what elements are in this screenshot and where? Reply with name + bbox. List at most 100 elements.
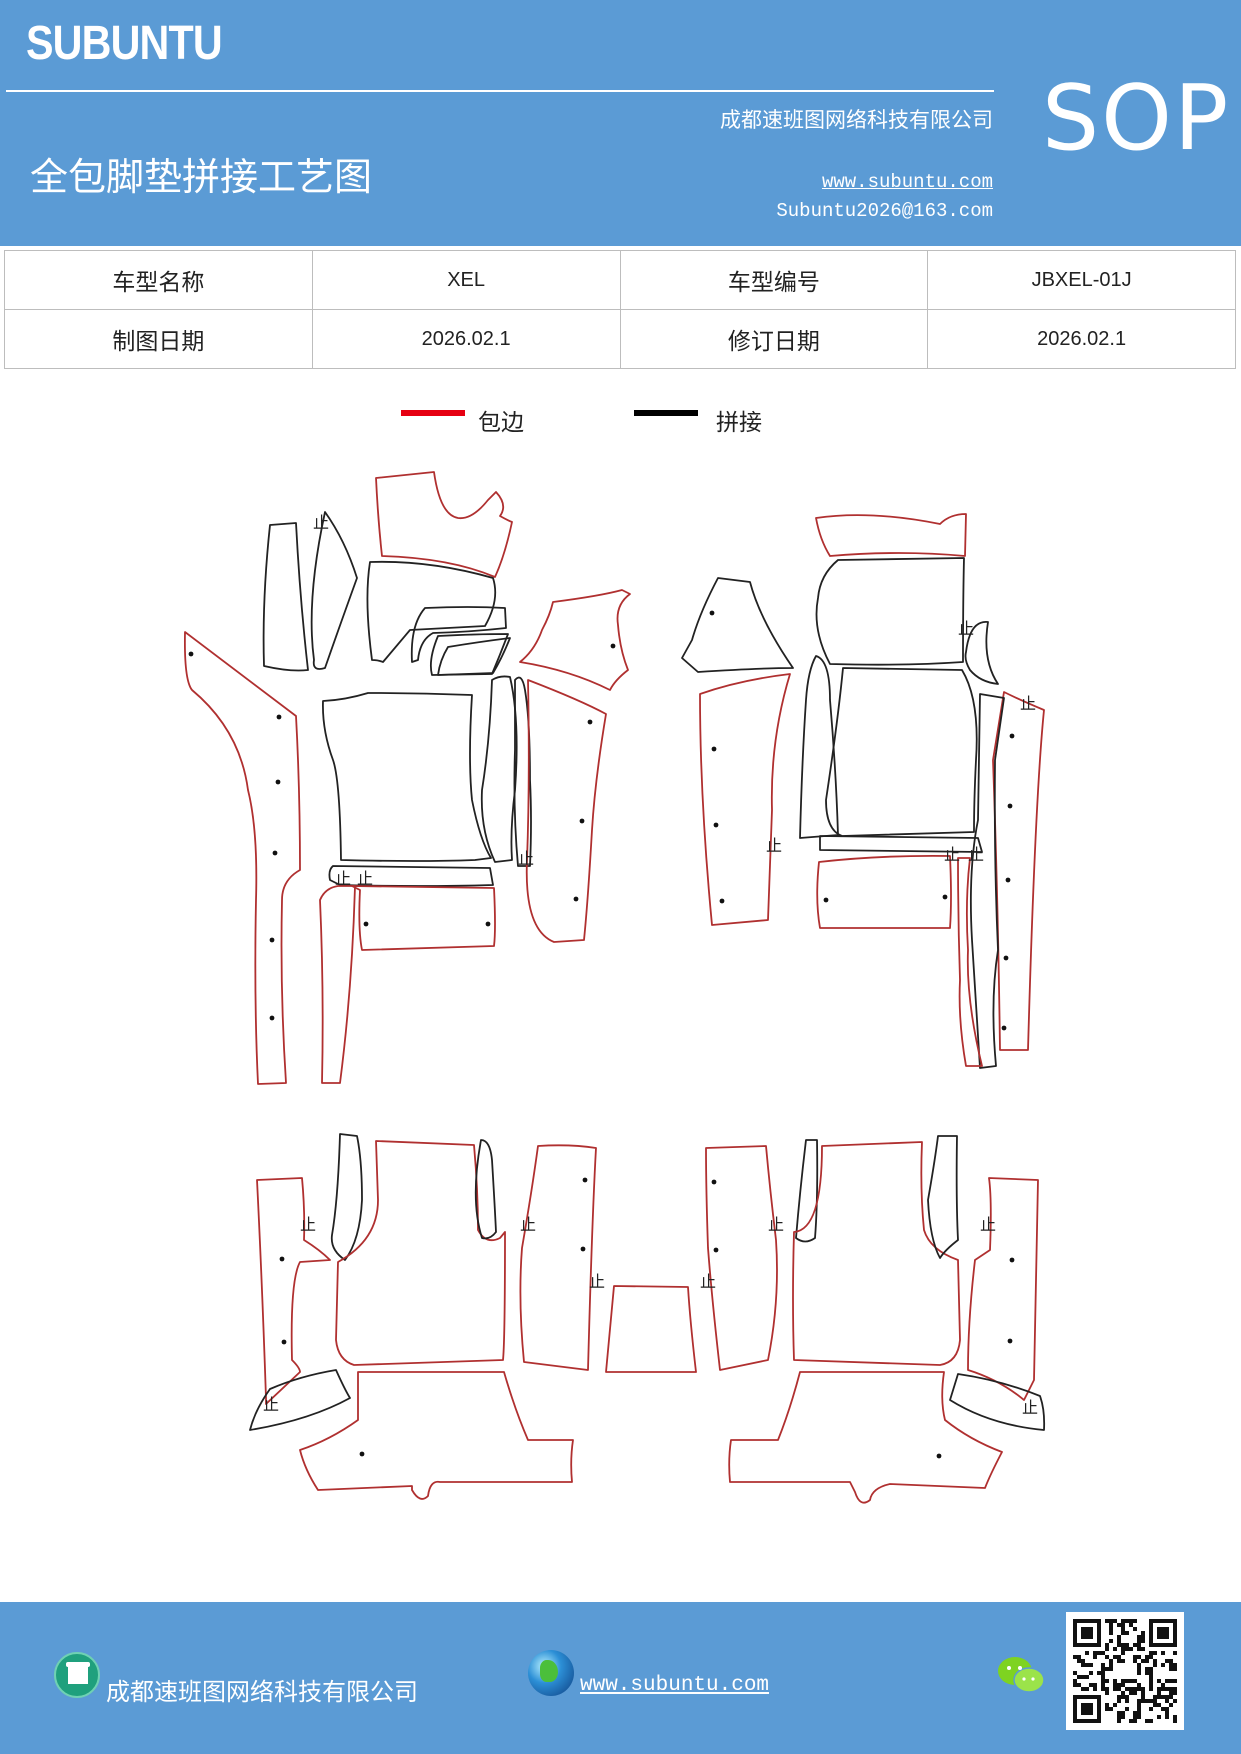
mat-piece (256, 1177, 331, 1405)
stop-mark: 止 (958, 619, 974, 638)
draw-date-label: 制图日期 (4, 309, 313, 369)
table-row: 制图日期 2026.02.1 修订日期 2026.02.1 (4, 309, 1236, 369)
fixing-dot (713, 1247, 719, 1253)
fixing-dot (713, 822, 719, 828)
fixing-dot (573, 896, 579, 902)
floor-mat-diagram: 止止止止止止止止止止止止止止止止止 (183, 471, 1046, 1504)
mat-piece (183, 631, 301, 1085)
mat-piece (249, 1369, 351, 1431)
legend-swatch-edge (401, 410, 465, 416)
mat-piece (728, 1371, 1003, 1504)
fixing-dot (276, 714, 282, 720)
mat-piece (366, 560, 497, 663)
mat-piece (967, 1177, 1039, 1401)
fixing-dot (1005, 877, 1011, 883)
mat-piece (816, 854, 952, 929)
fixing-dot (188, 651, 194, 657)
mat-piece (819, 835, 983, 853)
stop-mark: 止 (768, 1215, 784, 1234)
legend-label-seam: 拼接 (716, 410, 762, 436)
fixing-dot (279, 1256, 285, 1262)
mat-piece (605, 1285, 697, 1373)
stop-mark: 止 (263, 1395, 279, 1414)
fixing-dot (363, 921, 369, 927)
mat-piece (437, 637, 511, 676)
mat-piece (480, 675, 518, 863)
fixing-dot (719, 898, 725, 904)
fixing-dot (580, 1246, 586, 1252)
fixing-dot (269, 937, 275, 943)
header-email: Subuntu2026@163.com (776, 200, 993, 222)
model-code-label: 车型编号 (619, 250, 929, 310)
fixing-dot (275, 779, 281, 785)
mat-piece (795, 1139, 819, 1243)
mat-piece (799, 655, 839, 839)
fixing-dot (1009, 1257, 1015, 1263)
brand-logo: SUBUNTU (26, 17, 223, 70)
fixing-dot (1007, 1338, 1013, 1344)
table-row: 车型名称 XEL 车型编号 JBXEL-01J (4, 250, 1236, 310)
footer-banner: 成都速班图网络科技有限公司 www.subuntu.com (0, 1602, 1241, 1754)
model-code-value: JBXEL-01J (927, 250, 1236, 310)
stop-mark: 止 (300, 1215, 316, 1234)
mat-piece (525, 679, 607, 943)
mat-piece (792, 1141, 961, 1366)
model-name-value: XEL (311, 250, 621, 310)
mat-piece (519, 1144, 597, 1371)
legend-label-edge: 包边 (478, 410, 524, 436)
stop-mark: 止 (1022, 1398, 1038, 1417)
footer-website-link[interactable]: www.subuntu.com (580, 1674, 770, 1697)
mat-piece (969, 693, 1005, 1069)
fixing-dot (1007, 803, 1013, 809)
building-icon (54, 1652, 100, 1698)
mat-piece (699, 673, 791, 926)
sop-badge: SOP (1042, 66, 1231, 171)
stop-mark: 止 (980, 1215, 996, 1234)
fixing-dot (359, 1451, 365, 1457)
mat-piece (330, 1133, 363, 1261)
fixing-dot (711, 746, 717, 752)
stop-mark: 止 (313, 513, 329, 532)
fixing-dot (823, 897, 829, 903)
globe-icon (528, 1650, 574, 1696)
stop-mark: 止 (357, 869, 373, 888)
mat-piece (328, 865, 494, 887)
fixing-dot (1001, 1025, 1007, 1031)
fixing-dot (1003, 955, 1009, 961)
revise-date-label: 修订日期 (619, 309, 929, 369)
mat-piece (299, 1371, 574, 1500)
header-divider (6, 90, 994, 92)
mat-piece (310, 511, 358, 670)
page-title: 全包脚垫拼接工艺图 (30, 155, 373, 199)
fixing-dot (272, 850, 278, 856)
qr-code[interactable] (1066, 1612, 1184, 1730)
legend-swatch-seam (634, 410, 698, 416)
header-website-link[interactable]: www.subuntu.com (821, 171, 993, 193)
mat-piece (815, 513, 967, 557)
mat-piece (375, 471, 513, 578)
stop-mark: 止 (520, 1215, 536, 1234)
mat-piece (474, 1139, 497, 1240)
fixing-dot (485, 921, 491, 927)
mat-piece (322, 692, 492, 862)
draw-date-value: 2026.02.1 (311, 309, 621, 369)
stop-mark: 止 (944, 845, 960, 864)
mat-piece (319, 885, 356, 1084)
footer-company: 成都速班图网络科技有限公司 (106, 1678, 418, 1706)
mat-piece (949, 1373, 1046, 1431)
fixing-dot (579, 818, 585, 824)
fixing-dot (942, 894, 948, 900)
stop-mark: 止 (700, 1272, 716, 1291)
mat-piece (410, 606, 507, 663)
fixing-dot (711, 1179, 717, 1185)
mat-piece (351, 885, 496, 951)
revise-date-value: 2026.02.1 (927, 309, 1236, 369)
mat-piece (964, 621, 999, 685)
mat-piece (957, 857, 983, 1067)
mat-piece (519, 589, 631, 691)
fixing-dot (709, 610, 715, 616)
mat-piece (681, 577, 794, 673)
stop-mark: 止 (968, 845, 984, 864)
header-banner: SUBUNTU 成都速班图网络科技有限公司 全包脚垫拼接工艺图 www.subu… (0, 0, 1241, 246)
mat-piece (927, 1135, 959, 1259)
